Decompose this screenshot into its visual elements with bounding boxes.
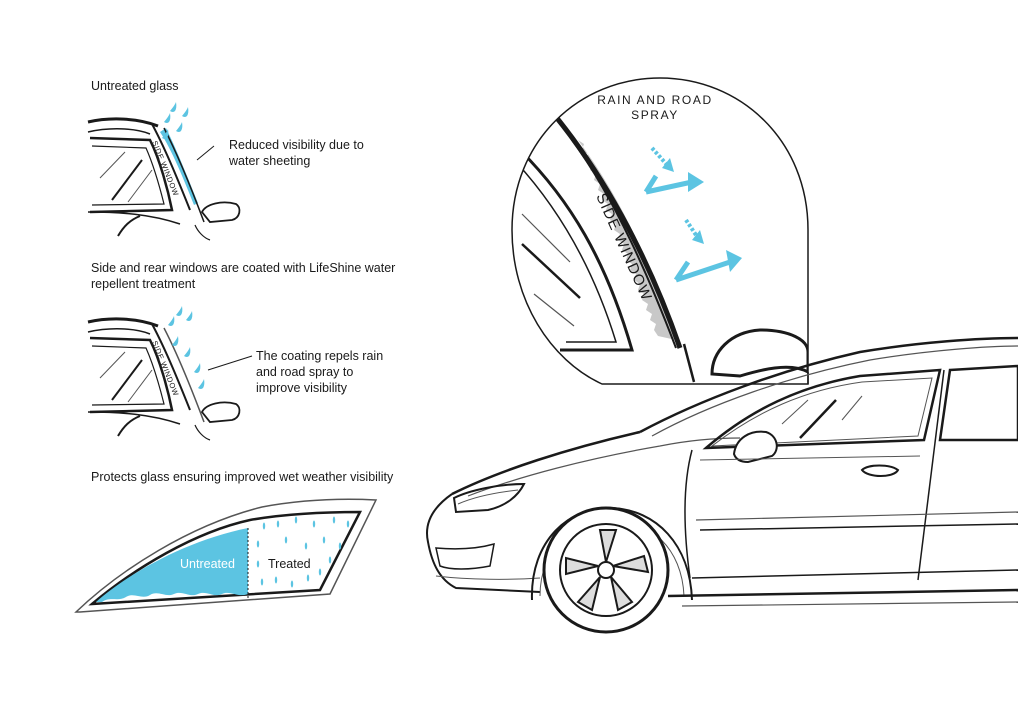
untreated-glass-heading: Untreated glass — [91, 79, 179, 93]
windshield-edge — [518, 148, 634, 352]
water-sheet — [160, 128, 198, 205]
water-drop-icon — [168, 306, 205, 389]
wet-weather-heading: Protects glass ensuring improved wet wea… — [91, 470, 394, 484]
bumper-crease — [435, 575, 541, 580]
roof-line — [87, 317, 159, 328]
callout-leader — [196, 145, 215, 161]
treated-label: Treated — [268, 557, 311, 571]
untreated-water-area — [96, 528, 248, 602]
rocker-line-lower — [681, 601, 1018, 607]
body-crease — [695, 511, 1018, 521]
door-seam — [917, 369, 945, 581]
rear-side-window — [938, 364, 1018, 442]
wheel-arch — [117, 215, 141, 237]
dashboard-line — [87, 211, 181, 225]
front-bumper — [426, 493, 541, 593]
glass-reflection — [99, 351, 126, 379]
side-mirror — [200, 201, 241, 223]
windshield-inner-edge — [515, 161, 618, 343]
glass-reflection — [841, 395, 863, 421]
glass-reflection — [521, 243, 581, 299]
glass-reflection — [521, 213, 571, 263]
front-side-window-inner — [710, 377, 933, 447]
roof-inner-line — [87, 328, 151, 335]
window-edge-inner — [571, 139, 677, 349]
roof-inner-line — [87, 128, 151, 135]
front-tyre — [542, 506, 670, 634]
side-window-label: SIDE WINDOW — [150, 339, 181, 397]
door-line — [194, 424, 211, 441]
wheel-arch — [117, 415, 141, 437]
side-mirror — [710, 328, 808, 378]
front-door-edge — [684, 449, 693, 579]
glass-reflection — [99, 151, 126, 179]
coated-windows-heading: Side and rear windows are coated with Li… — [91, 261, 396, 291]
door-handle — [860, 464, 900, 477]
side-window-label: SIDE WINDOW — [150, 139, 181, 197]
glass-reflection — [533, 293, 575, 327]
wheel-rim — [559, 523, 653, 617]
coating-layer — [578, 140, 676, 340]
rocker-line — [667, 588, 1018, 598]
deflect-arrow-icon — [643, 146, 704, 195]
coated-glass-diagram: SIDE WINDOW — [87, 306, 253, 441]
glass-reflection — [111, 359, 143, 401]
deflect-arrow-icon — [673, 218, 742, 283]
window-edge-outer — [550, 110, 683, 349]
door-line — [194, 224, 211, 241]
car-illustration — [426, 336, 1018, 634]
glass-reflection — [127, 369, 153, 403]
side-mirror — [732, 430, 778, 464]
rain-and-road-spray-title: RAIN AND ROAD SPRAY — [597, 93, 713, 122]
side-window-edge — [163, 127, 205, 223]
sill-line — [691, 569, 1018, 579]
zoom-callout: SIDE WINDOW — [511, 77, 809, 385]
glass-reflection — [781, 399, 809, 425]
body-crease — [699, 523, 1018, 531]
dashboard-line — [87, 411, 181, 425]
untreated-glass-diagram: SIDE WINDOW — [87, 102, 241, 241]
callout-leader — [207, 355, 253, 371]
beltline — [699, 455, 921, 461]
wheel-spokes — [565, 529, 650, 612]
front-side-window — [702, 368, 942, 450]
glass-reflection — [127, 169, 153, 203]
coating-repels-callout: The coating repels rain and road spray t… — [256, 349, 384, 395]
glass-reflection — [111, 159, 143, 201]
water-drop-icon — [162, 102, 189, 139]
side-window-edge — [163, 327, 205, 423]
headlight — [452, 482, 526, 514]
a-pillar — [151, 123, 191, 211]
hood-crease — [467, 437, 741, 497]
reduced-visibility-callout: Reduced visibility due to water sheeting — [229, 138, 364, 168]
roof-inner-line — [651, 345, 1018, 437]
door-seam — [682, 343, 696, 383]
side-mirror — [200, 401, 241, 423]
hood-line — [451, 430, 641, 496]
windshield-frame — [89, 136, 174, 214]
glass-reflection — [799, 399, 837, 439]
windshield-inner — [91, 145, 165, 206]
windshield-frame — [89, 336, 174, 414]
windshield-inner — [91, 345, 165, 406]
water-drop-icon — [256, 516, 350, 588]
headlight-detail — [457, 489, 519, 505]
roof-line — [639, 336, 1018, 434]
untreated-label: Untreated — [180, 557, 235, 571]
window-comparison-diagram: Untreated Treated — [74, 498, 378, 613]
roof-line — [87, 117, 159, 128]
fog-light — [435, 542, 495, 570]
a-pillar — [151, 323, 191, 411]
